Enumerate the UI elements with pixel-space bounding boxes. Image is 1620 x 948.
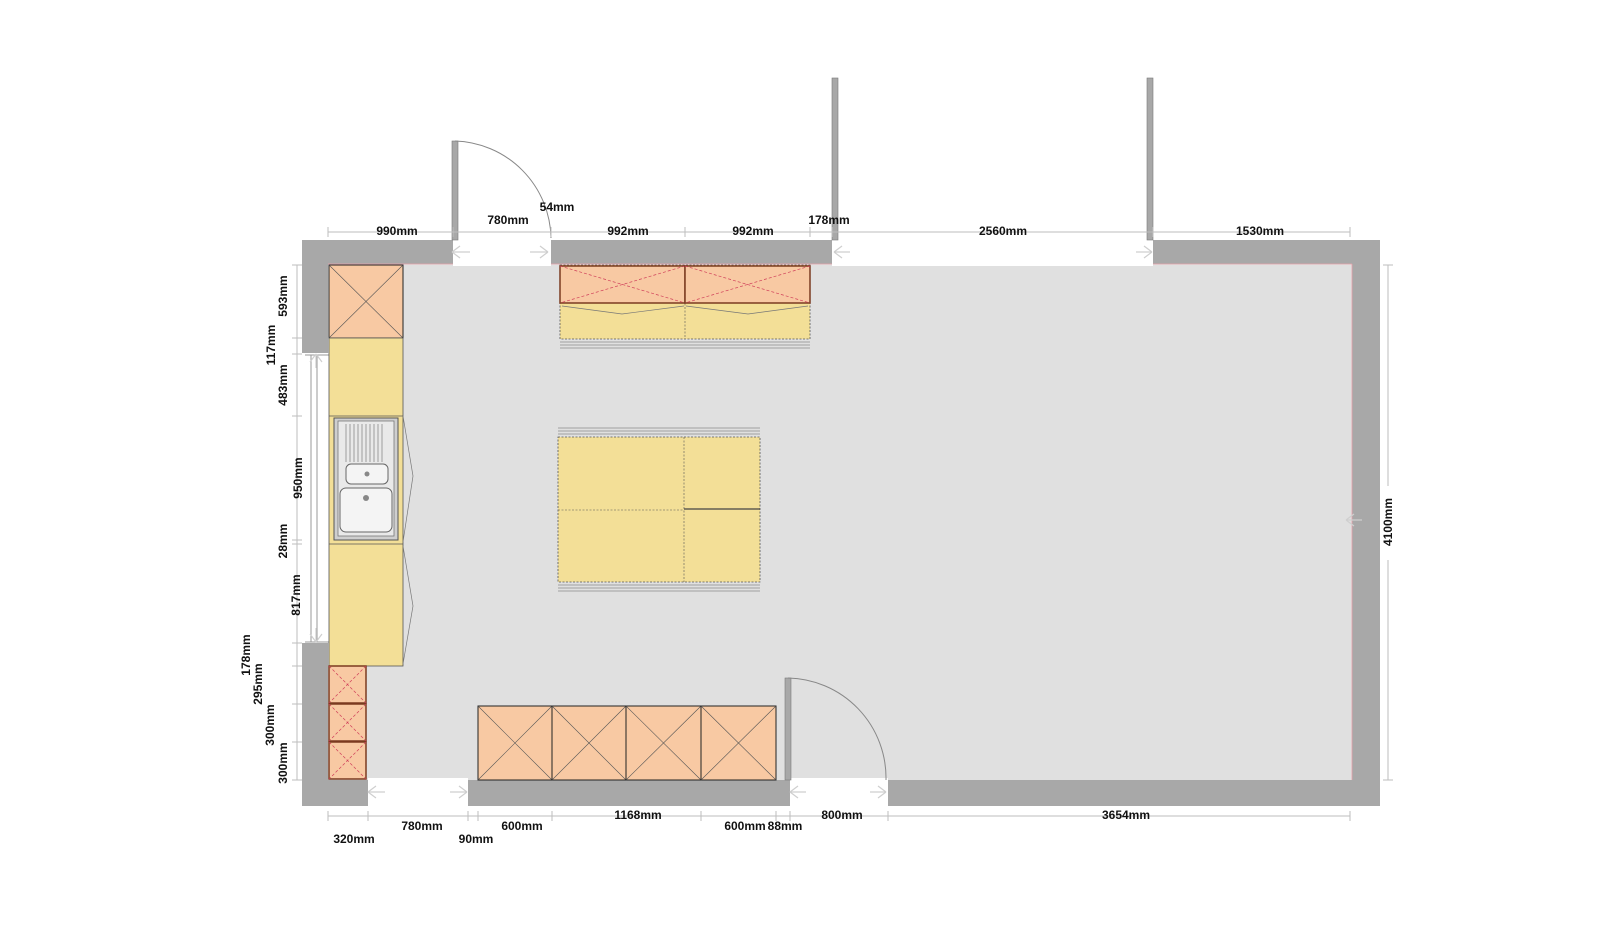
dimension-labels-bottom: 320mm 780mm 90mm 600mm 1168mm 600mm 88mm… (333, 808, 1150, 846)
dim-label: 295mm (251, 663, 265, 704)
dim-label: 28mm (276, 524, 290, 559)
kitchen-island (557, 427, 761, 592)
floor-area (328, 264, 1352, 780)
door-swing-icon (787, 677, 887, 781)
dim-label: 1530mm (1236, 224, 1284, 238)
top-run (559, 264, 811, 349)
dimension-labels-right: 4100mm (1381, 498, 1395, 546)
openings (300, 238, 1153, 808)
dim-label: 800mm (821, 808, 862, 822)
top-panel-left (831, 77, 839, 241)
dim-label: 3654mm (1102, 808, 1150, 822)
dim-label: 950mm (291, 457, 305, 498)
top-door-leaf (451, 140, 459, 241)
left-window-opening (300, 353, 330, 643)
dim-label: 1168mm (614, 808, 661, 822)
dim-label: 2560mm (979, 224, 1027, 238)
dim-label: 593mm (276, 275, 290, 316)
tall-units-bottom-left (328, 665, 367, 780)
dim-label: 992mm (732, 224, 773, 238)
dimension-lines (292, 227, 1393, 821)
top-panel-right (1146, 77, 1154, 241)
dim-label: 780mm (487, 213, 528, 227)
opening-arrow-icon (309, 245, 1362, 799)
dim-label: 600mm (501, 819, 542, 833)
dim-label: 90mm (459, 832, 494, 846)
dim-label: 600mm (724, 819, 765, 833)
dim-label: 178mm (239, 634, 253, 675)
dim-label: 300mm (263, 704, 277, 745)
dimension-labels-top: 990mm 780mm 54mm 992mm 992mm 178mm 2560m… (376, 200, 1284, 238)
dim-label: 117mm (264, 325, 278, 366)
dim-label: 320mm (333, 832, 374, 846)
dim-label: 990mm (376, 224, 417, 238)
walls (302, 240, 1380, 806)
dim-label: 4100mm (1381, 498, 1395, 546)
bottom-left-opening (368, 778, 468, 808)
dim-label: 54mm (540, 200, 575, 214)
dim-label: 300mm (276, 742, 290, 783)
dim-label: 780mm (401, 819, 442, 833)
door-swing-icon (454, 140, 552, 239)
left-window (305, 354, 330, 643)
dim-label: 992mm (607, 224, 648, 238)
sink-icon (333, 417, 399, 541)
bottom-tall-units (477, 705, 777, 781)
bottom-door-opening (790, 778, 888, 808)
dim-label: 88mm (768, 819, 803, 833)
dim-label: 178mm (808, 213, 849, 227)
dimension-labels-left: 593mm 117mm 483mm 950mm 28mm 817mm 178mm… (239, 275, 305, 783)
top-sliding-opening (832, 238, 1153, 266)
tall-unit-top-left (328, 264, 404, 339)
dim-label: 817mm (289, 574, 303, 615)
bottom-door-leaf (784, 677, 792, 781)
dim-label: 483mm (276, 364, 290, 405)
doors (451, 77, 1154, 781)
